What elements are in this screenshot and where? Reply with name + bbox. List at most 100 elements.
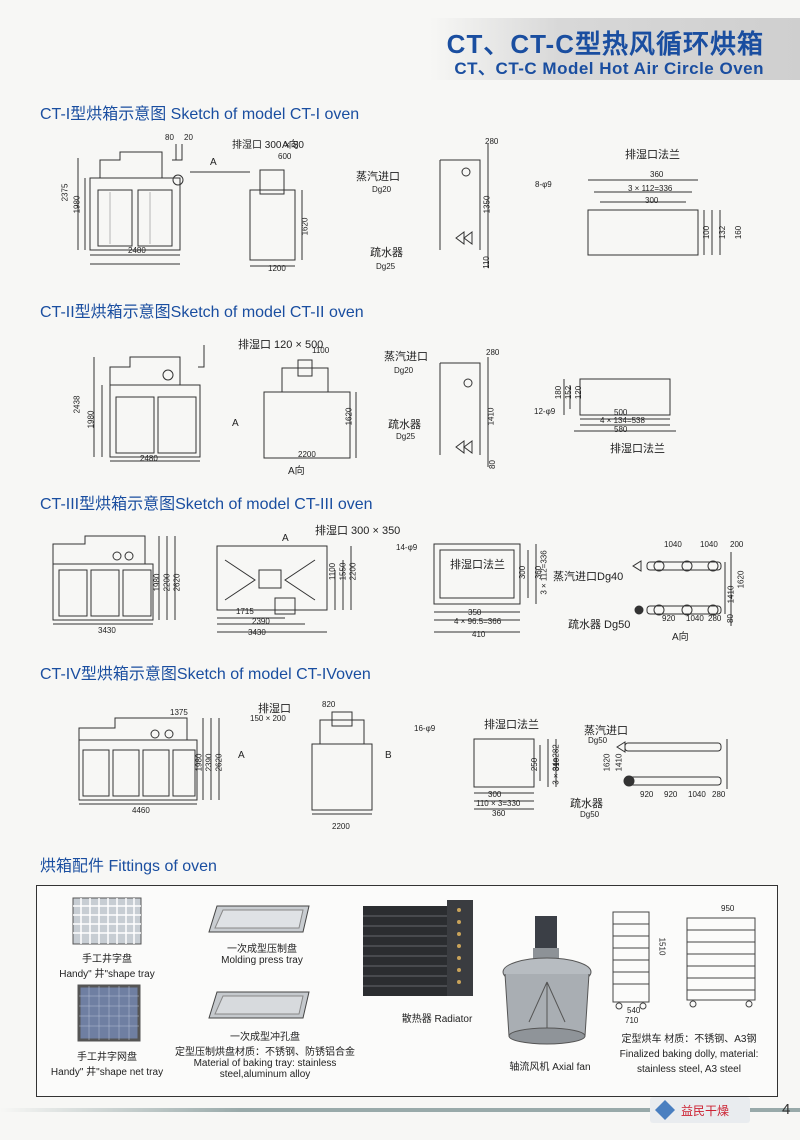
ct1-dim-280: 280 [485,137,499,146]
ct2-dim-2438: 2438 [72,395,82,414]
ct1-dim-600: 600 [278,152,292,161]
ct3-dim-1100: 1100 [328,562,338,581]
ct4-steam-inlet: 蒸汽进口 [584,725,628,737]
ct4-arrow-a: A [238,750,245,761]
ct1-arrow-a: A [210,157,217,168]
ct2-dim-2200: 2200 [298,450,316,459]
ct2-dim-120: 120 [574,385,584,400]
ct1-dim-160: 160 [734,225,744,240]
ct1-exhaust-label: 排湿口 300 × 80 [232,140,304,151]
section-title-ct4: CT-IV型烘箱示意图Sketch of model CT-IVoven [40,666,371,683]
ct2-dim-1100: 1100 [312,346,330,355]
ct4-flange-label: 排湿口法兰 [484,719,539,731]
ct3-dim-920: 920 [662,614,676,623]
ct1-dim-20: 20 [184,133,193,142]
header-band [430,18,800,80]
ct1-dim-1200: 1200 [268,264,286,273]
ct4-arrow-b: B [385,750,392,761]
ct3-dim-410: 410 [472,630,486,639]
handy-tray-image [72,897,142,945]
ct3-dim-1980: 1980 [152,573,162,592]
handy-net-tray-label: 手工井字网盘 Handy" 井"shape net tray [50,1052,164,1078]
ct1-dim-300: 300 [645,196,659,205]
molding-tray-label: 一次成型压制盘 Molding press tray [221,944,303,966]
ct3-dim-2200: 2200 [162,573,172,592]
ct3-dim-360: 360 [534,565,544,580]
ct1-dim-1620: 1620 [300,217,310,236]
ct4-trap: 疏水器 [570,798,603,810]
ct2-dim-280: 280 [486,348,500,357]
ct2-dim-152: 152 [564,385,574,400]
ct3-dim-2390: 2390 [252,617,270,626]
ct1-dg20: Dg20 [372,185,392,194]
fittings-panel: 手工井字盘 Handy" 井"shape tray 手工井字网盘 Handy" … [36,885,778,1097]
ct4-dim-1980: 1980 [194,753,204,772]
ct3-dim-2200b: 2200 [348,562,358,581]
ct4-dim-1620: 1620 [602,753,612,772]
ct1-dim-2480: 2480 [128,246,146,255]
ct2-dg20: Dg20 [394,366,414,375]
axial-fan-label: 轴流风机 Axial fan [509,1062,591,1073]
ct2-view-a: A向 [288,466,305,477]
ct4-dim-330: 110 × 3=330 [476,799,521,808]
ct3-trap: 疏水器 Dg50 [568,619,631,631]
ct3-steam-inlet: 蒸汽进口Dg40 [553,571,624,583]
ct3-dim-280: 280 [708,614,722,623]
ct3-dim-3430b: 3430 [248,628,266,637]
ct4-side-drawing [300,710,390,820]
ct3-dim-200: 200 [730,540,744,549]
ct4-flange-drawing [470,735,570,815]
ct2-piping-drawing [430,355,510,470]
ct4-dim-250: 250 [530,757,540,772]
ct1-dim-336: 3 × 112=336 [628,184,673,193]
handy-net-tray-image [77,984,141,1042]
ct4-dim-310: 310 [552,757,562,772]
ct3-top-drawing [215,540,365,640]
ct2-dim-538: 4 × 134=538 [600,416,645,425]
ct4-dim-820: 820 [322,700,336,709]
ct2-trap: 疏水器 [388,419,421,431]
page-title-en: CT、CT-C Model Hot Air Circle Oven [454,59,764,78]
ct2-dim-2480: 2480 [140,454,158,463]
ct2-steam-inlet: 蒸汽进口 [384,351,428,363]
dolly-dim-1510: 1510 [657,937,667,956]
ct2-holes: 12-φ9 [534,407,556,416]
section-title-ct3: CT-III型烘箱示意图Sketch of model CT-III oven [40,496,373,513]
ct1-flange-drawing [580,170,730,265]
ct2-dim-80: 80 [487,460,497,469]
ct4-front-drawing [75,710,235,810]
ct3-dim-3430: 3430 [98,626,116,635]
ct3-dim-1620: 1620 [736,570,746,589]
ct3-holes: 14-φ9 [396,543,418,552]
ct3-dim-1410: 1410 [726,585,736,604]
radiator-label: 散热器 Radiator [401,1014,473,1025]
ct1-dg25: Dg25 [376,262,396,271]
ct3-dim-2620: 2620 [172,573,182,592]
ct1-piping-drawing [430,140,510,270]
ct1-dim-100: 100 [702,225,712,240]
radiator-image [363,900,473,996]
ct2-side-drawing [262,350,362,468]
ct2-dg25: Dg25 [396,432,416,441]
ct3-dim-300: 300 [518,565,528,580]
ct4-dim-360: 360 [492,809,506,818]
ct4-holes: 16-φ9 [414,724,436,733]
footer-brand: 益民干燥 [681,1104,730,1118]
ct4-dg50b: Dg50 [580,810,600,819]
ct1-trap: 疏水器 [370,247,403,259]
page-title-cn: CT、CT-C型热风循环烘箱 [446,29,764,59]
ct2-flange-drawing [560,375,680,435]
punch-tray-label: 一次成型冲孔盘 定型压制烘盘材质：不锈钢、防锈铝合金 Material of b… [175,1032,355,1080]
ct3-view-a: A向 [672,632,689,643]
ct2-dim-1980: 1980 [86,410,96,429]
ct3-dim-350: 350 [468,608,482,617]
ct4-dim-2620: 2620 [214,753,224,772]
ct1-flange-label: 排湿口法兰 [625,149,680,161]
ct3-dim-1040c: 1040 [686,614,704,623]
ct1-dim-132: 132 [718,225,728,240]
ct1-dim-1980: 1980 [72,195,82,214]
ct3-dim-1715: 1715 [236,607,254,616]
ct4-dim-1375: 1375 [170,708,188,717]
footer-bar [0,1108,800,1112]
ct2-dim-180: 180 [554,385,564,400]
